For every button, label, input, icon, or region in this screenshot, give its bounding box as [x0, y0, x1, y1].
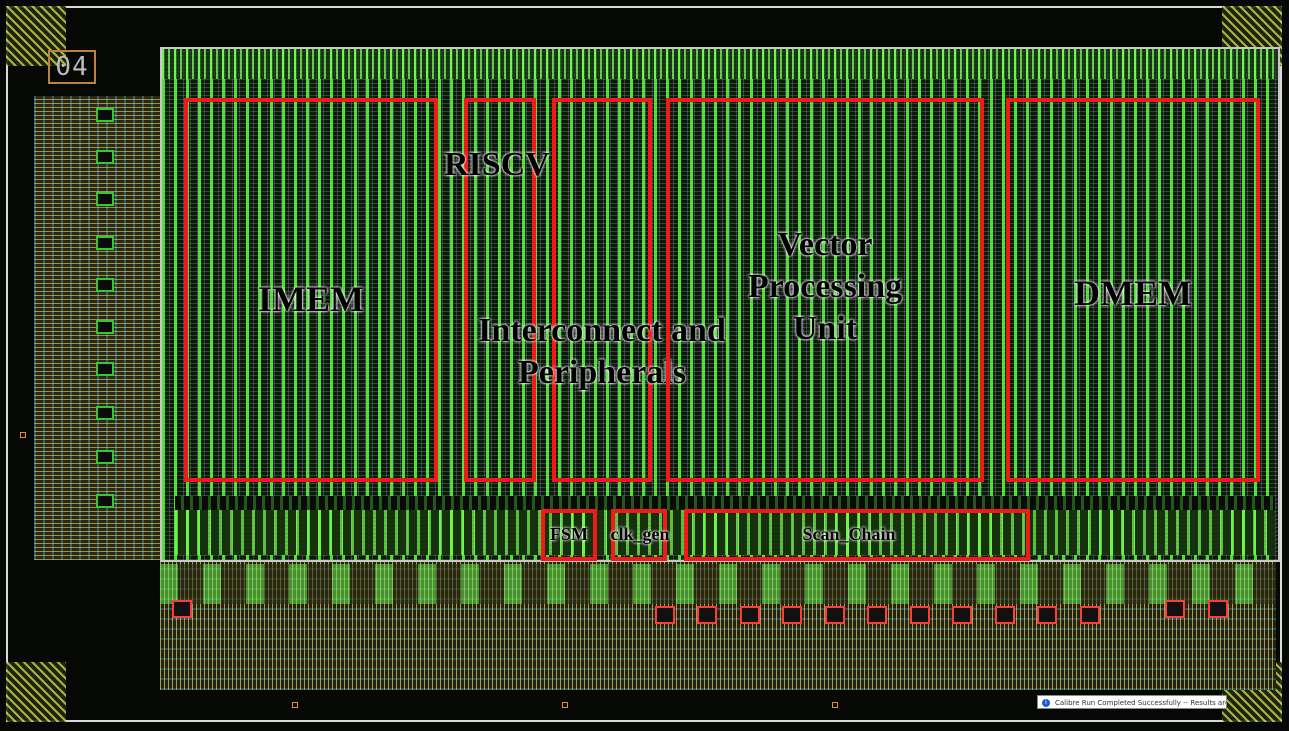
power-ring-top — [162, 49, 1278, 79]
block-imem-label: IMEM — [258, 279, 364, 319]
io-pad — [825, 606, 845, 624]
io-pad — [995, 606, 1015, 624]
block-riscv-label: RISCV — [444, 146, 550, 183]
corner-cell-bottom-left — [6, 662, 66, 722]
io-pad — [740, 606, 760, 624]
info-icon: i — [1042, 699, 1050, 707]
block-riscv[interactable] — [464, 98, 536, 482]
chip-id-label: 04 — [48, 50, 96, 84]
io-pad — [952, 606, 972, 624]
io-pad — [655, 606, 675, 624]
block-vpu-label-line2: Processing — [747, 268, 903, 305]
io-pad — [1208, 600, 1228, 618]
block-vpu-label-line1: Vector — [777, 226, 873, 263]
io-pad — [96, 406, 114, 420]
io-pad — [96, 278, 114, 292]
io-pad — [1037, 606, 1057, 624]
io-pad — [867, 606, 887, 624]
status-notification[interactable]: i Calibre Run Completed Successfully -- R… — [1037, 695, 1227, 709]
io-pad — [96, 192, 114, 206]
block-interconnect-label-line1: Interconnect and — [478, 312, 726, 349]
block-clk-gen-label: clk_gen — [610, 524, 670, 544]
block-dmem-label: DMEM — [1074, 273, 1192, 313]
marker-icon — [832, 702, 838, 708]
io-pad — [96, 320, 114, 334]
io-pad — [96, 450, 114, 464]
io-pad — [172, 600, 192, 618]
io-pad — [697, 606, 717, 624]
marker-icon — [292, 702, 298, 708]
io-pad — [1080, 606, 1100, 624]
block-imem[interactable] — [184, 98, 438, 482]
io-pad — [910, 606, 930, 624]
marker-icon — [562, 702, 568, 708]
marker-icon — [20, 432, 26, 438]
bottom-io-metal — [160, 564, 1276, 604]
block-interconnect[interactable] — [552, 98, 652, 482]
io-pad — [96, 236, 114, 250]
status-message: Calibre Run Completed Successfully -- Re… — [1055, 699, 1226, 707]
block-vpu-label-line3: Unit — [792, 310, 858, 347]
block-vector-processing-unit[interactable] — [666, 98, 984, 482]
core-area — [160, 47, 1280, 562]
block-fsm[interactable] — [541, 509, 597, 561]
block-scan-chain[interactable] — [684, 509, 1030, 561]
corner-cell-top-left — [6, 6, 66, 66]
io-pad — [96, 108, 114, 122]
io-pad — [96, 150, 114, 164]
io-pad — [1165, 600, 1185, 618]
block-fsm-label: FSM — [550, 524, 588, 544]
io-pad — [96, 362, 114, 376]
block-clk-gen[interactable] — [611, 509, 667, 561]
block-scan-chain-label: Scan_Chain — [802, 524, 896, 544]
block-interconnect-label-line2: Peripherals — [517, 354, 687, 391]
block-dmem[interactable] — [1006, 98, 1260, 482]
die-boundary — [6, 6, 1282, 722]
lower-core-area — [175, 510, 1275, 555]
power-ring-middle — [175, 496, 1275, 510]
io-pad — [96, 494, 114, 508]
io-pad — [782, 606, 802, 624]
